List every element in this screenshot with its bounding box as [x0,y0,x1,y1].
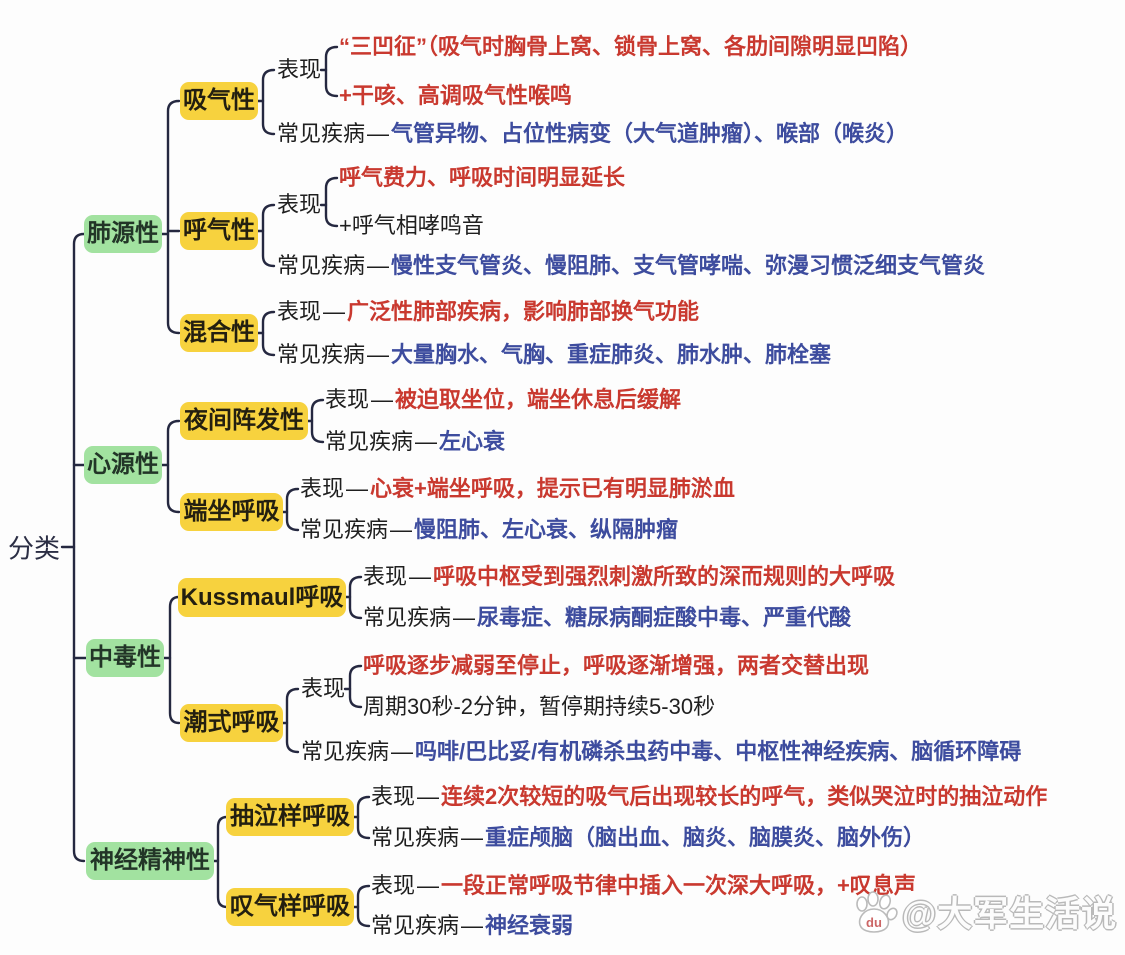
diseases-label: 常见疾病 [371,825,460,850]
topic-orthopnea: 端坐呼吸 [180,493,283,531]
baidu-paw-icon: du [856,890,898,933]
diseases-text: 气管异物、占位性病变（大气道肿瘤）、喉部（喉炎） [391,121,909,146]
dash: — [409,564,432,589]
topic-expiratory: 呼气性 [180,212,258,250]
manifestation-text: 呼吸中枢受到强烈刺激所致的深而规则的大呼吸 [433,564,896,589]
manifestation-text: 表现 [277,192,322,217]
branch-cardiac: 心源性 [84,446,162,484]
manifestation-label: 表现 [277,299,322,324]
dash: — [417,784,440,809]
manifestation-label: 表现 [277,59,321,81]
topic-inspiratory: 吸气性 [180,82,258,120]
manifestation-label: 表现 [277,194,321,216]
manifestation-row: 表现—被迫取坐位，端坐休息后缓解 [325,389,681,411]
dash: — [461,825,484,850]
diseases-row: 常见疾病—左心衰 [325,431,505,453]
manifestation-text: 心衰+端坐呼吸，提示已有明显肺淤血 [370,476,735,501]
dash: — [346,476,369,501]
manifestation-label: 表现 [301,678,345,700]
diseases-text: 慢性支气管炎、慢阻肺、支气管哮喘、弥漫习惯泛细支气管炎 [391,253,986,278]
diseases-row: 常见疾病—重症颅脑（脑出血、脑炎、脑膜炎、脑外伤） [371,827,925,849]
manifestation-row: 表现—一段正常呼吸节律中插入一次深大呼吸，+叹息声 [371,875,916,897]
topic-nocturnal: 夜间阵发性 [180,402,308,440]
dash: — [461,913,484,938]
manifestation-label: 表现 [371,784,416,809]
manifestation-label: 表现 [371,873,416,898]
dash: — [367,342,390,367]
diseases-row: 常见疾病—慢阻肺、左心衰、纵隔肿瘤 [300,519,678,541]
diseases-label: 常见疾病 [277,342,366,367]
manifestation-line: 周期30秒-2分钟，暂停期持续5-30秒 [363,694,716,719]
manifestation-row: 表现—连续2次较短的吸气后出现较长的呼气，类似哭泣时的抽泣动作 [371,786,1047,808]
diseases-label: 常见疾病 [371,913,460,938]
diseases-text: 神经衰弱 [485,913,574,938]
manifestation-text: 一段正常呼吸节律中插入一次深大呼吸，+叹息声 [441,873,916,898]
manifestation-row: 表现—心衰+端坐呼吸，提示已有明显肺淤血 [300,478,735,500]
manifestation-label: 表现 [325,387,370,412]
diseases-label: 常见疾病 [277,121,366,146]
watermark: du @大军生活说 [852,886,1117,937]
manifestation-line: 呼吸逐步减弱至停止，呼吸逐渐增强，两者交替出现 [363,653,870,678]
topic-cheyne: 潮式呼吸 [180,704,283,742]
dash: — [453,605,476,630]
diseases-label: 常见疾病 [277,253,366,278]
dash: — [391,739,414,764]
diseases-row: 常见疾病—吗啡/巴比妥/有机磷杀虫药中毒、中枢性神经疾病、脑循环障碍 [301,741,1021,763]
manifestation-text: 表现 [277,57,322,82]
diseases-row: 常见疾病—气管异物、占位性病变（大气道肿瘤）、喉部（喉炎） [277,123,908,145]
dash: — [367,253,390,278]
manifestation-text: 连续2次较短的吸气后出现较长的呼气，类似哭泣时的抽泣动作 [441,784,1048,809]
diseases-row: 常见疾病—尿毒症、糖尿病酮症酸中毒、严重代酸 [363,607,851,629]
manifestation-row: 表现—呼吸中枢受到强烈刺激所致的深而规则的大呼吸 [363,566,895,588]
diseases-row: 常见疾病—神经衰弱 [371,915,573,937]
diseases-label: 常见疾病 [300,517,389,542]
diseases-text: 左心衰 [439,429,506,454]
diseases-text: 大量胸水、气胸、重症肺炎、肺水肿、肺栓塞 [391,342,832,367]
manifestation-label: 表现 [363,564,408,589]
manifestation-line: “三凹征”（吸气时胸骨上窝、锁骨上窝、各肋间隙明显凹陷） [339,34,923,59]
branch-pulmonary: 肺源性 [84,215,162,253]
watermark-handle: @大军生活说 [902,895,1118,934]
manifestation-text: 广泛性肺部疾病，影响肺部换气功能 [347,299,700,324]
diseases-label: 常见疾病 [301,739,390,764]
topic-mixed: 混合性 [180,314,258,352]
dash: — [417,873,440,898]
diseases-text: 吗啡/巴比妥/有机磷杀虫药中毒、中枢性神经疾病、脑循环障碍 [415,739,1022,764]
diseases-row: 常见疾病—慢性支气管炎、慢阻肺、支气管哮喘、弥漫习惯泛细支气管炎 [277,255,985,277]
branch-toxic: 中毒性 [86,639,164,677]
branch-neuropsychic: 神经精神性 [86,842,214,880]
dash: — [390,517,413,542]
manifestation-line: +呼气相哮鸣音 [339,213,484,238]
manifestation-line: 呼气费力、呼吸时间明显延长 [339,165,626,190]
dash: — [371,387,394,412]
svg-text:du: du [866,915,882,930]
dash: — [367,121,390,146]
topic-kussmaul: Kussmaul呼吸 [178,578,346,617]
manifestation-text: 表现 [301,676,346,701]
topic-sobbing: 抽泣样呼吸 [226,798,354,836]
manifestation-label: 表现 [300,476,345,501]
dash: — [323,299,346,324]
root-node: 分类 [8,533,61,564]
diseases-label: 常见疾病 [325,429,414,454]
manifestation-row: 表现—广泛性肺部疾病，影响肺部换气功能 [277,301,699,323]
diseases-text: 尿毒症、糖尿病酮症酸中毒、严重代酸 [477,605,852,630]
topic-sighing: 叹气样呼吸 [226,888,354,926]
diseases-row: 常见疾病—大量胸水、气胸、重症肺炎、肺水肿、肺栓塞 [277,344,831,366]
manifestation-text: 被迫取坐位，端坐休息后缓解 [395,387,682,412]
diseases-text: 慢阻肺、左心衰、纵隔肿瘤 [414,517,679,542]
manifestation-line: +干咳、高调吸气性喉鸣 [339,83,572,108]
diseases-text: 重症颅脑（脑出血、脑炎、脑膜炎、脑外伤） [485,825,926,850]
dash: — [415,429,438,454]
diseases-label: 常见疾病 [363,605,452,630]
